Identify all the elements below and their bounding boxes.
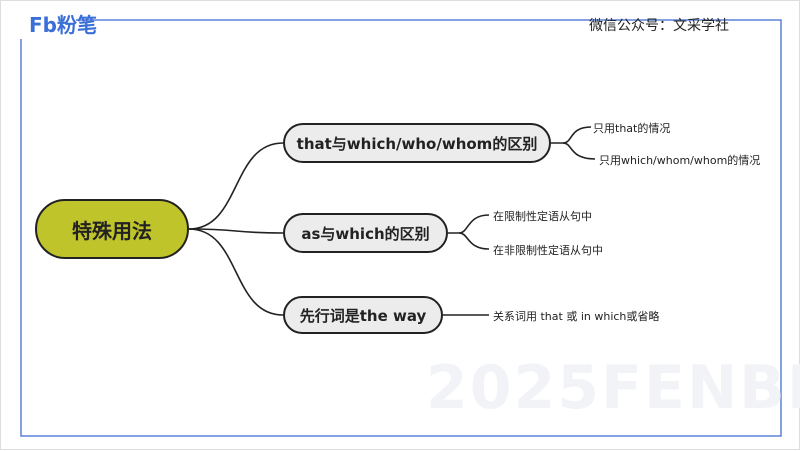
connector (188, 142, 284, 230)
branch-node: 先行词是the way (283, 296, 443, 334)
connector (448, 214, 490, 234)
leaf-node: 关系词用 that 或 in which或省略 (493, 310, 660, 323)
wechat-account: 微信公众号：文采学社 (589, 18, 729, 34)
root-node: 特殊用法 (35, 199, 189, 259)
branch-node: as与which的区别 (283, 213, 448, 253)
branch-node: that与which/who/whom的区别 (283, 123, 551, 163)
frame (20, 19, 782, 437)
connector (562, 142, 596, 160)
leaf-node: 只用that的情况 (593, 122, 671, 135)
fenbi-logo: Fb粉笔 (29, 13, 97, 37)
leaf-node: 只用which/whom/whom的情况 (599, 154, 761, 167)
leaf-node: 在非限制性定语从句中 (493, 244, 603, 257)
leaf-node: 在限制性定语从句中 (493, 210, 592, 223)
connector (188, 228, 284, 234)
watermark: 2025FENBI (426, 353, 800, 423)
connector (188, 228, 284, 316)
connector (551, 126, 592, 144)
connector (458, 232, 490, 250)
